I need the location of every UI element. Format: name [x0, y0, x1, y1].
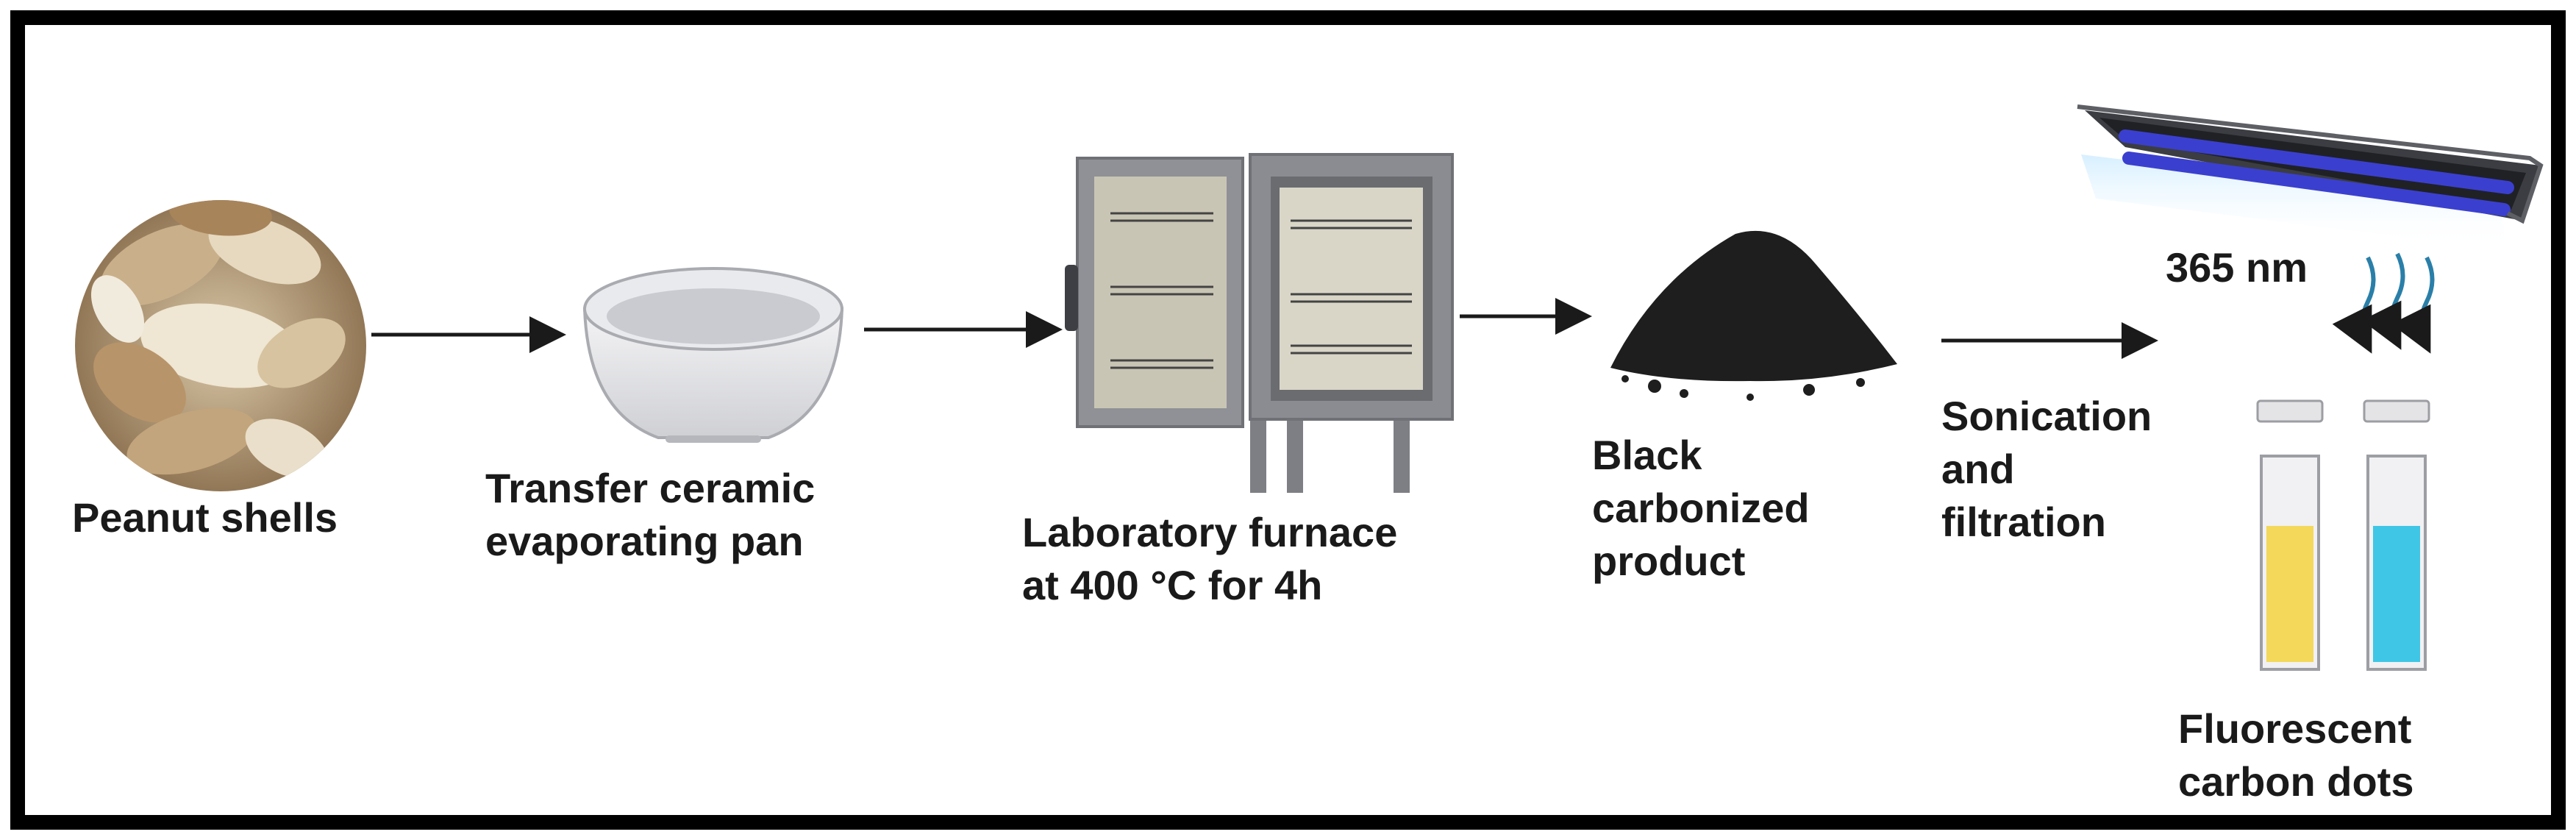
carbon-powder-icon [1610, 230, 1897, 401]
label-peanut-shells: Peanut shells [72, 494, 338, 541]
peanut-shells-image [75, 200, 366, 491]
label-carbonized-product: Black carbonized product [1592, 432, 1810, 584]
ceramic-bowl-icon [582, 267, 844, 443]
label-sonication-filtration: Sonication and filtration [1941, 393, 2152, 545]
uv-rays-icon [2332, 252, 2435, 354]
uv-lamp-icon [2077, 104, 2544, 250]
process-arrows [371, 298, 2158, 359]
cuvette-cyan [2363, 399, 2430, 671]
laboratory-furnace-icon [1065, 153, 1454, 493]
label-ceramic-pan: Transfer ceramic evaporating pan [485, 465, 816, 564]
label-uv-wavelength: 365 nm [2166, 244, 2308, 291]
cuvette-yellow [2256, 399, 2324, 671]
label-fluorescent-carbon-dots: Fluorescent carbon dots [2178, 705, 2414, 805]
label-furnace: Laboratory furnace at 400 °C for 4h [1022, 509, 1398, 608]
